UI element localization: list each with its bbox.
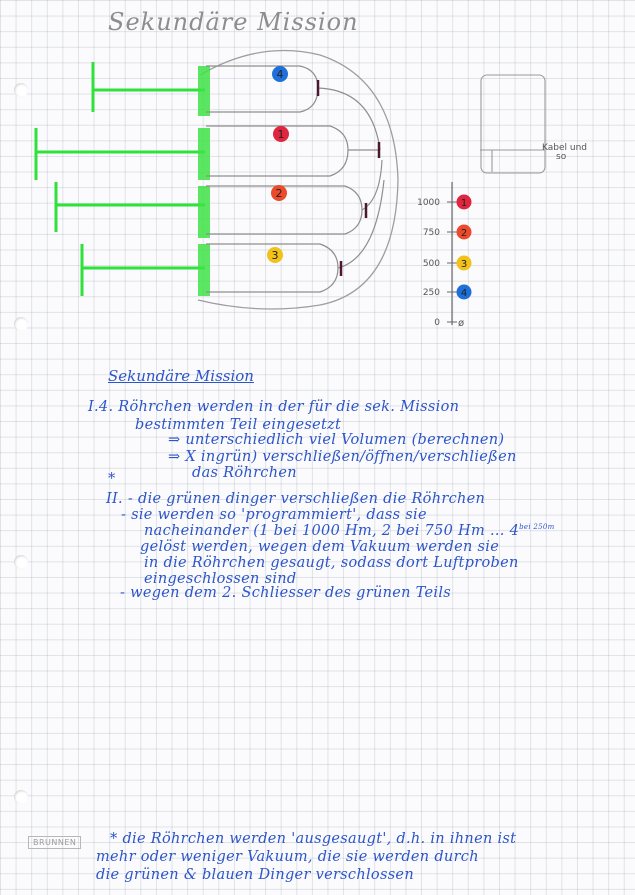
brand-logo: BRUNNEN	[28, 836, 82, 849]
note-line-sup: bei 250m	[519, 523, 555, 532]
tube-number-dots: 4 1 2 3	[267, 66, 289, 263]
footnote-line: mehr oder weniger Vakuum, die sie werden…	[96, 849, 479, 865]
scale-tick-label: 250	[423, 288, 440, 298]
note-line: II. - die grünen dinger verschließen die…	[106, 491, 486, 507]
scale-tick-label: 500	[423, 259, 440, 269]
note-line-text: nacheinander (1 bei 1000 Hm, 2 bei 750 H…	[144, 523, 520, 539]
kabel-sub: so	[556, 152, 567, 162]
tube-number: 1	[278, 128, 285, 141]
kabel-box-sketch	[480, 74, 546, 174]
scale-tick-label: 1000	[417, 198, 440, 208]
footnote-line: * die Röhrchen werden 'ausgesaugt', d.h.…	[110, 831, 517, 847]
binder-hole	[14, 317, 28, 331]
tube-dot	[273, 126, 289, 142]
note-line: *	[108, 471, 116, 487]
note-line: in die Röhrchen gesaugt, sodass dort Luf…	[144, 555, 519, 571]
tube-outlines	[206, 65, 385, 293]
scale-badge	[456, 284, 472, 300]
footnote-line: die grünen & blauen Dinger verschlossen	[96, 867, 414, 883]
notes-heading: Sekundäre Mission	[108, 367, 254, 385]
note-line: - sie werden so 'programmiert', dass sie	[121, 507, 427, 523]
tube-dot	[267, 247, 283, 263]
scale-badge-number: 3	[461, 259, 467, 270]
container-outline	[197, 49, 399, 310]
tube-caps	[316, 80, 381, 276]
scale-badge-number: 4	[461, 288, 467, 299]
green-clamps	[198, 66, 210, 296]
note-line: eingeschlossen sind	[144, 571, 297, 587]
note-line: nacheinander (1 bei 1000 Hm, 2 bei 750 H…	[144, 524, 555, 539]
sketch-title: Sekundäre Mission	[108, 8, 359, 36]
tube-number: 2	[276, 187, 283, 200]
kabel-label: Kabel und	[542, 143, 587, 153]
scale-badge-number: 1	[461, 198, 467, 209]
scale-badge	[456, 194, 472, 210]
note-line: gelöst werden, wegen dem Vakuum werden s…	[140, 539, 500, 555]
scale-tick-label: 750	[423, 228, 440, 238]
scale-badge	[456, 255, 472, 271]
scale-zero-mark: ø	[458, 318, 464, 329]
note-line: I.4. Röhrchen werden in der für die sek.…	[88, 399, 460, 415]
note-line: ⇒ X ingrün) verschließen/öffnen/verschli…	[168, 449, 517, 465]
note-line: das Röhrchen	[192, 465, 297, 481]
scale-ticks: 1000 1 750 2 500 3 250 4 0 ø	[417, 194, 472, 329]
note-line: bestimmten Teil eingesetzt	[135, 417, 342, 433]
tube-number: 3	[272, 249, 279, 262]
note-line: - wegen dem 2. Schliesser des grünen Tei…	[120, 585, 452, 601]
scale-badge	[456, 224, 472, 240]
binder-hole	[14, 555, 28, 569]
tube-dot	[271, 185, 287, 201]
binder-hole	[14, 83, 28, 97]
green-syringes	[34, 62, 205, 296]
scale-tick-label: 0	[434, 318, 440, 328]
tube-number: 4	[277, 68, 284, 81]
binder-hole	[14, 790, 28, 804]
tube-diagram: 4 1 2 3 Kabel und so 1000 1 750 2 500 3 250 4 0 ø	[34, 49, 587, 329]
scale-badge-number: 2	[461, 228, 467, 239]
note-line: ⇒ unterschiedlich viel Volumen (berechne…	[168, 432, 505, 448]
tube-dot	[272, 66, 288, 82]
